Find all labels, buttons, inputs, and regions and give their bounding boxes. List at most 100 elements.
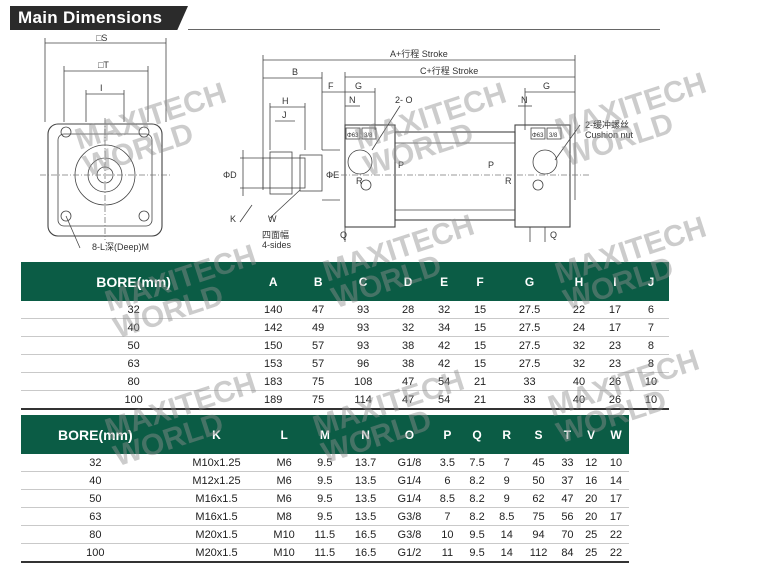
table-cell: 9.5 bbox=[462, 525, 492, 544]
section-title: Main Dimensions bbox=[18, 8, 163, 27]
table-cell: 42 bbox=[426, 354, 463, 373]
table-cell: M6 bbox=[263, 454, 305, 472]
table-cell: 14 bbox=[603, 471, 629, 490]
table-cell: 57 bbox=[300, 354, 337, 373]
table-cell: 80 bbox=[21, 525, 170, 544]
table-cell: G1/4 bbox=[386, 471, 433, 490]
table-cell: 140 bbox=[246, 301, 301, 319]
table-cell: 37 bbox=[555, 471, 580, 490]
label-j: J bbox=[282, 110, 287, 120]
table-cell: 38 bbox=[390, 354, 427, 373]
table-cell: 75 bbox=[521, 507, 556, 526]
table-cell: 45 bbox=[521, 454, 556, 472]
table-cell: 8.5 bbox=[432, 489, 463, 508]
table-cell: 183 bbox=[246, 372, 301, 391]
table-cell: G3/8 bbox=[386, 507, 433, 526]
table-cell: 100 bbox=[21, 390, 247, 410]
table-cell: 11 bbox=[432, 543, 463, 563]
table-cell: 13.5 bbox=[344, 507, 387, 526]
table-cell: 22 bbox=[603, 543, 629, 563]
table-cell: 26 bbox=[596, 390, 633, 410]
table-cell: 8 bbox=[632, 354, 669, 373]
label-t: □T bbox=[98, 60, 109, 70]
column-header: O bbox=[386, 415, 433, 454]
table-cell: 33 bbox=[498, 372, 561, 391]
column-header: E bbox=[426, 262, 463, 301]
table-cell: 75 bbox=[300, 372, 337, 391]
table-cell: 9.5 bbox=[304, 507, 345, 526]
column-header: W bbox=[603, 415, 629, 454]
table-cell: G1/8 bbox=[386, 454, 433, 472]
table-cell: M10x1.25 bbox=[169, 454, 264, 472]
table-cell: 70 bbox=[555, 525, 580, 544]
table-cell: G1/2 bbox=[386, 543, 433, 563]
table-cell: 15 bbox=[462, 336, 499, 355]
table-cell: 40 bbox=[21, 471, 170, 490]
table-cell: 16 bbox=[579, 471, 604, 490]
table-cell: 23 bbox=[596, 354, 633, 373]
table-cell: 32 bbox=[560, 336, 597, 355]
section-title-bar bbox=[10, 6, 188, 30]
column-header: G bbox=[498, 262, 561, 301]
table-cell: 27.5 bbox=[498, 318, 561, 337]
label-g-left: G bbox=[355, 81, 362, 91]
table-cell: 17 bbox=[596, 301, 633, 319]
column-header: A bbox=[246, 262, 301, 301]
table-cell: 40 bbox=[21, 318, 247, 337]
table-cell: 11.5 bbox=[304, 525, 345, 544]
table-cell: 17 bbox=[603, 489, 629, 508]
front-view: □S □T I 8-L深(Deep)M bbox=[40, 33, 170, 252]
table-cell: 80 bbox=[21, 372, 247, 391]
table-cell: 6 bbox=[632, 301, 669, 319]
table-cell: 14 bbox=[491, 525, 522, 544]
label-k: K bbox=[230, 214, 236, 224]
table-cell: 3.5 bbox=[432, 454, 463, 472]
column-header: B bbox=[300, 262, 337, 301]
label-w-sides: 四面幅 bbox=[262, 229, 289, 240]
table-cell: 112 bbox=[521, 543, 556, 563]
column-header: C bbox=[336, 262, 391, 301]
table-cell: 10 bbox=[632, 372, 669, 391]
label-q-right: Q bbox=[550, 230, 557, 240]
column-header: K bbox=[169, 415, 264, 454]
table-cell: 10 bbox=[603, 454, 629, 472]
column-header: F bbox=[462, 262, 499, 301]
table-cell: 7 bbox=[632, 318, 669, 337]
table-cell: 27.5 bbox=[498, 301, 561, 319]
table-cell: 28 bbox=[390, 301, 427, 319]
label-l-thread: 8-L深(Deep)M bbox=[92, 242, 149, 252]
table-cell: 11.5 bbox=[304, 543, 345, 563]
table-cell: M20x1.5 bbox=[169, 525, 264, 544]
column-header: R bbox=[491, 415, 522, 454]
table-cell: 54 bbox=[426, 390, 463, 410]
column-header: L bbox=[263, 415, 305, 454]
table-cell: 20 bbox=[579, 507, 604, 526]
column-header: I bbox=[596, 262, 633, 301]
table-cell: 47 bbox=[390, 372, 427, 391]
table-cell: 50 bbox=[21, 336, 247, 355]
table-cell: 9.5 bbox=[304, 489, 345, 508]
table-cell: 150 bbox=[246, 336, 301, 355]
label-o: 2- O bbox=[395, 95, 413, 105]
table-cell: M6 bbox=[263, 489, 305, 508]
table-cell: 25 bbox=[579, 525, 604, 544]
table-cell: 13.5 bbox=[344, 471, 387, 490]
table-cell: 33 bbox=[555, 454, 580, 472]
table-cell: 93 bbox=[336, 301, 391, 319]
table-cell: 27.5 bbox=[498, 336, 561, 355]
label-r-left: R bbox=[356, 176, 363, 186]
table-cell: 54 bbox=[426, 372, 463, 391]
table-cell: 32 bbox=[21, 301, 247, 319]
table-cell: 15 bbox=[462, 318, 499, 337]
table-cell: 42 bbox=[426, 336, 463, 355]
table-cell: 93 bbox=[336, 318, 391, 337]
column-header: T bbox=[555, 415, 580, 454]
table-cell: 14 bbox=[491, 543, 522, 563]
table-cell: 40 bbox=[560, 372, 597, 391]
